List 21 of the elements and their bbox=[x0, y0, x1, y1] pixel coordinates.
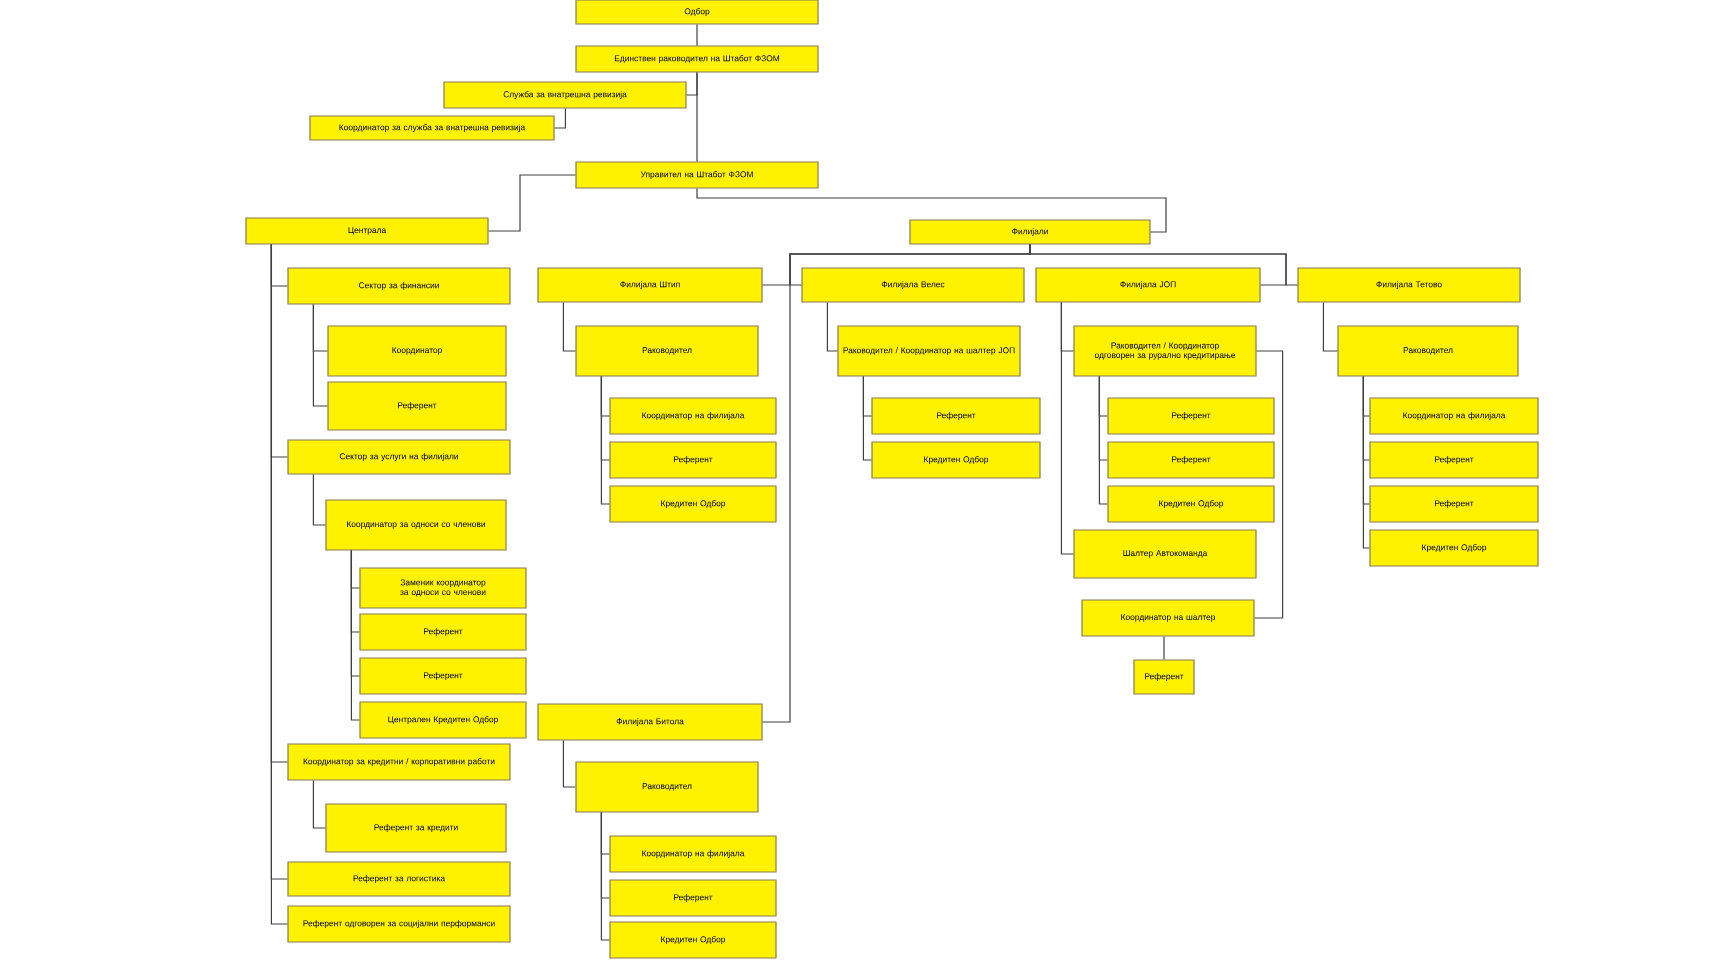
connector bbox=[696, 72, 698, 162]
connector bbox=[696, 188, 1167, 233]
connector bbox=[600, 812, 610, 941]
connector bbox=[826, 302, 838, 352]
connector bbox=[312, 780, 326, 829]
connector bbox=[1322, 302, 1338, 352]
connector bbox=[562, 302, 576, 352]
connector bbox=[312, 304, 328, 407]
connector bbox=[600, 376, 610, 505]
connector bbox=[554, 108, 566, 129]
connector bbox=[488, 174, 576, 232]
connector bbox=[862, 376, 872, 461]
connector bbox=[1060, 302, 1074, 555]
connector bbox=[350, 550, 360, 721]
connector bbox=[562, 740, 576, 788]
connector bbox=[1163, 636, 1165, 660]
connector bbox=[1098, 376, 1108, 505]
connector bbox=[696, 24, 698, 46]
connector bbox=[1254, 350, 1284, 619]
connector bbox=[1362, 376, 1370, 549]
connector bbox=[312, 474, 326, 526]
